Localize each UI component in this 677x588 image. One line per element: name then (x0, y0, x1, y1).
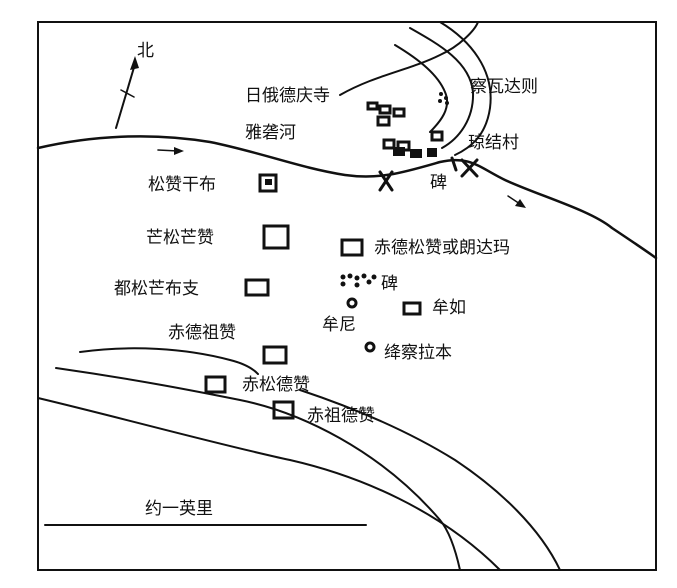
tomb-jangtsa-lhabon (364, 341, 376, 353)
north-label: 北 (137, 41, 154, 61)
label-jangtsa-lhabon: 绛察拉本 (384, 343, 452, 363)
north-arrow: 北 (115, 41, 154, 129)
bridge-icon (450, 156, 479, 178)
tomb-mune (346, 297, 358, 309)
hill-line-2 (55, 367, 461, 571)
valley-line-east-1 (409, 27, 475, 149)
tomb-tride-songtsen (340, 238, 364, 257)
north-arrow-icon (130, 56, 139, 70)
stele-south-icon (340, 273, 377, 288)
label-trisong-detsen: 赤松德赞 (242, 375, 310, 395)
map-frame (37, 21, 657, 571)
river-flow-arrow-west (157, 147, 184, 155)
valley-line-east-2 (439, 21, 492, 156)
tomb-songtsen-gampo (258, 173, 278, 193)
tomb-tride-tsuktsen (262, 345, 288, 365)
tomb-dusong-mangpo (244, 278, 270, 297)
label-stele-south: 碑 (381, 274, 398, 294)
valley-line-outer (339, 21, 479, 96)
hill-line-3 (37, 397, 501, 571)
label-dusong-mangpo: 都松芒布支 (114, 279, 199, 299)
label-tride-tsuktsen: 赤德祖赞 (168, 323, 236, 343)
valley-line-inner (394, 44, 449, 133)
hill-line-4 (299, 389, 561, 571)
label-muru: 牟如 (432, 298, 466, 318)
label-tride-songtsen: 赤德松赞或朗达玛 (374, 238, 510, 258)
label-chawadazi: 察瓦达则 (470, 77, 538, 97)
label-tritsuk-detsen: 赤祖德赞 (307, 406, 375, 426)
scale-label: 约一英里 (145, 499, 213, 519)
monastery-buildings (366, 92, 449, 158)
label-stele-north: 碑 (430, 173, 447, 193)
label-river: 雅砻河 (245, 123, 296, 143)
tomb-trisong-detsen (204, 375, 227, 394)
river (36, 135, 658, 260)
tomb-mangsong-mangtsen (262, 224, 290, 250)
label-songtsen-gampo: 松赞干布 (148, 175, 216, 195)
tomb-muru (402, 301, 422, 316)
river-flow-arrow-east (507, 195, 526, 208)
label-monastery: 日俄德庆寺 (245, 86, 330, 106)
label-qiongjie-village: 琼结村 (468, 133, 519, 153)
label-mangsong-mangtsen: 芒松芒赞 (146, 228, 214, 248)
stele-north-icon (378, 170, 394, 192)
label-mune: 牟尼 (322, 315, 356, 335)
hill-line-1 (79, 347, 259, 375)
